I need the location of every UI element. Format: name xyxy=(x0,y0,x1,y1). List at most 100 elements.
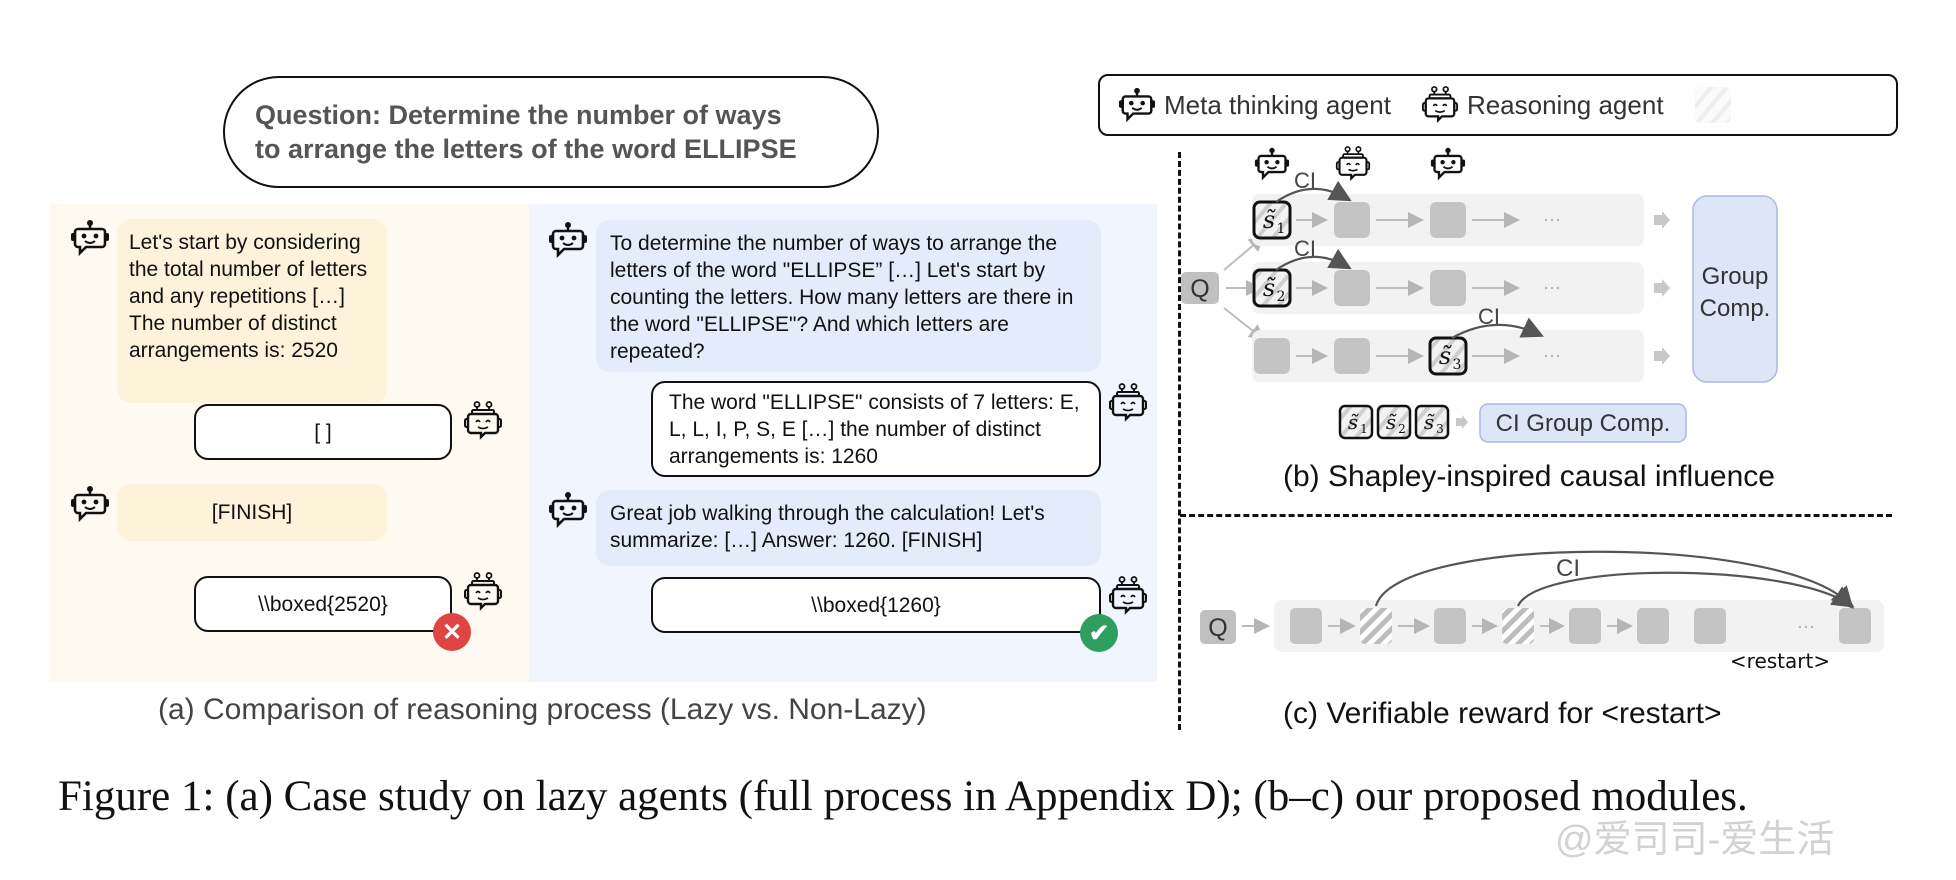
perturbed-step xyxy=(1428,336,1468,376)
ci-label: CI xyxy=(1556,555,1580,582)
hatched-step-icon xyxy=(1694,87,1731,123)
step-node xyxy=(1334,338,1370,374)
lazy-meta-message-2: [FINISH] xyxy=(117,484,387,541)
meta-thinking-robot-icon xyxy=(70,218,110,258)
panel-a-caption: (a) Comparison of reasoning process (Laz… xyxy=(158,693,927,726)
ci-label: CI xyxy=(1478,304,1500,329)
hatched-step xyxy=(1360,608,1392,644)
summary-perturbed-step xyxy=(1414,404,1450,440)
perturbed-step xyxy=(1252,200,1292,240)
perturbed-step-index: 1 xyxy=(1277,221,1286,237)
meta-thinking-robot-icon xyxy=(1430,146,1466,179)
meta-thinking-robot-icon xyxy=(70,484,110,524)
ci-arc xyxy=(1517,571,1855,608)
step-node xyxy=(1290,608,1322,644)
legend: Meta thinking agent Reasoning agent xyxy=(1098,74,1898,136)
legend-label-meta: Meta thinking agent xyxy=(1164,89,1391,120)
lazy-meta-message-1: Let's start by considering the total num… xyxy=(117,219,387,403)
step-node xyxy=(1434,608,1466,644)
summary-step-index: 3 xyxy=(1436,422,1444,436)
step-node xyxy=(1334,270,1370,306)
step-node xyxy=(1430,202,1466,238)
ci-arc xyxy=(1451,317,1544,339)
perturbed-step-label: s̃ xyxy=(1263,206,1277,234)
panel-c-diagram: Q ··· CI <restart> xyxy=(1200,550,1884,673)
step-node xyxy=(1334,202,1370,238)
nonlazy-reasoning-message-1: The word "ELLIPSE" consists of 7 letters… xyxy=(651,381,1101,477)
nonlazy-meta-message-1: To determine the number of ways to arran… xyxy=(596,220,1101,372)
perturbed-step-label: s̃ xyxy=(1439,342,1453,370)
reasoning-robot-icon xyxy=(1335,146,1371,180)
question-node xyxy=(1200,610,1236,644)
group-comp-line-2: Comp. xyxy=(1700,295,1771,322)
figure-caption: Figure 1: (a) Case study on lazy agents … xyxy=(58,773,1748,820)
nonlazy-meta-message-2: Great job walking through the calculatio… xyxy=(596,490,1101,566)
panel-c-caption: (c) Verifiable reward for <restart> xyxy=(1283,697,1722,730)
reasoning-robot-icon xyxy=(463,572,503,612)
ellipsis: ··· xyxy=(1797,616,1815,636)
ci-group-comp-box xyxy=(1479,403,1687,443)
summary-perturbed-step xyxy=(1376,404,1412,440)
perturbed-step-index: 3 xyxy=(1453,357,1462,373)
summary-step-index: 1 xyxy=(1360,422,1368,436)
step-node xyxy=(1254,338,1290,374)
lane-output-arrow xyxy=(1654,279,1670,297)
question-text: Question: Determine the number of ways t… xyxy=(255,98,797,166)
question-node xyxy=(1181,272,1219,304)
reasoning-robot-icon xyxy=(463,401,503,441)
ci-arc xyxy=(1275,248,1352,271)
correct-answer-icon: ✔ xyxy=(1080,614,1118,652)
panel-b-caption: (b) Shapley-inspired causal influence xyxy=(1283,460,1775,493)
restart-label: <restart> xyxy=(1730,649,1830,673)
question-node-label: Q xyxy=(1208,614,1227,642)
lazy-reasoning-message-1: [ ] xyxy=(194,404,452,460)
group-comp-box xyxy=(1692,195,1778,383)
wrong-glyph: ✕ xyxy=(441,618,463,646)
step-node xyxy=(1637,608,1669,644)
question-box: Question: Determine the number of ways t… xyxy=(223,76,879,188)
lane-output-arrow xyxy=(1654,347,1670,365)
summary-perturbed-step xyxy=(1338,404,1374,440)
ci-group-comp-label: CI Group Comp. xyxy=(1496,410,1671,437)
wrong-answer-icon: ✕ xyxy=(433,613,471,651)
perturbed-step-label: s̃ xyxy=(1263,274,1277,302)
question-line-2: to arrange the letters of the word ELLIP… xyxy=(255,134,797,164)
meta-thinking-robot-icon xyxy=(1118,86,1156,124)
vertical-divider xyxy=(1178,152,1181,730)
question-node-label: Q xyxy=(1190,275,1209,303)
step-node xyxy=(1694,608,1726,644)
summary-step-label: s̃ xyxy=(1424,410,1435,434)
ci-label: CI xyxy=(1294,168,1316,193)
reasoning-robot-icon xyxy=(1108,576,1148,616)
ellipsis: ··· xyxy=(1543,345,1561,365)
summary-step-label: s̃ xyxy=(1386,410,1397,434)
legend-label-reasoning: Reasoning agent xyxy=(1466,89,1664,120)
ci-label: CI xyxy=(1294,236,1316,261)
ci-arc xyxy=(1374,550,1854,609)
meta-thinking-robot-icon xyxy=(548,490,588,530)
ellipsis: ··· xyxy=(1543,209,1561,229)
ci-arc xyxy=(1275,180,1352,203)
question-line-1: Question: Determine the number of ways xyxy=(255,100,782,130)
reasoning-robot-icon xyxy=(1108,383,1148,423)
summary-step-label: s̃ xyxy=(1348,410,1359,434)
restart-target-step xyxy=(1839,608,1871,644)
perturbed-step-index: 2 xyxy=(1277,289,1286,305)
meta-thinking-robot-icon xyxy=(1254,146,1290,179)
summary-step-index: 2 xyxy=(1398,422,1406,436)
perturbed-step xyxy=(1252,268,1292,308)
step-node xyxy=(1569,608,1601,644)
lazy-final-answer: \\boxed{2520} xyxy=(194,576,452,632)
ellipsis: ··· xyxy=(1543,277,1561,297)
horizontal-divider xyxy=(1180,514,1892,517)
lane-output-arrow xyxy=(1654,211,1670,229)
reasoning-robot-icon xyxy=(1421,86,1459,124)
check-glyph: ✔ xyxy=(1088,619,1110,647)
summary-arrow xyxy=(1456,415,1468,429)
group-comp-line-1: Group xyxy=(1702,263,1769,290)
hatched-step xyxy=(1502,608,1534,644)
step-node xyxy=(1430,270,1466,306)
watermark: @爱司司-爱生活 xyxy=(1555,819,1835,861)
nonlazy-final-answer: \\boxed{1260} xyxy=(651,577,1101,633)
